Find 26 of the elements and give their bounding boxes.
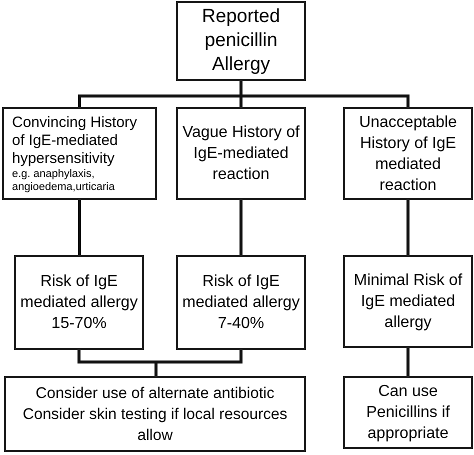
box-text: Reported penicillin Allergy [200,5,282,77]
flow-box [176,1,306,81]
flow-box [343,376,473,449]
connector-line [154,350,242,376]
connector-line [406,200,410,255]
box-text: Unacceptable History of IgE mediated reaction [358,112,458,196]
flow-box [176,255,306,350]
box-text: Can use Penicillins if appropriate [365,382,451,444]
box-text: Risk of IgE mediated allergy 7-40% [182,272,300,334]
flow-box [14,255,144,350]
connector-line [78,200,81,255]
box-text: Convincing History of IgE-mediated hypersensitivity [12,114,138,168]
box-text: Vague History of IgE-mediated reaction [182,123,300,185]
connector-line [240,200,242,255]
connector-line [406,348,410,376]
box-text: Minimal Risk of IgE mediated allergy [352,271,464,333]
flow-box [343,107,473,200]
flow-box [2,107,157,200]
box-text: Risk of IgE mediated allergy 15-70% [20,272,138,334]
flow-box [4,376,306,452]
connector-line [240,81,410,107]
box-subtext: e.g. anaphylaxis, angioedema,urticaria [12,168,116,194]
box-subtext: Consider skin testing if local resources allow [22,404,288,446]
flow-box [176,107,306,200]
flow-box [343,255,473,348]
box-text: Consider use of alternate antibiotic [34,384,276,404]
